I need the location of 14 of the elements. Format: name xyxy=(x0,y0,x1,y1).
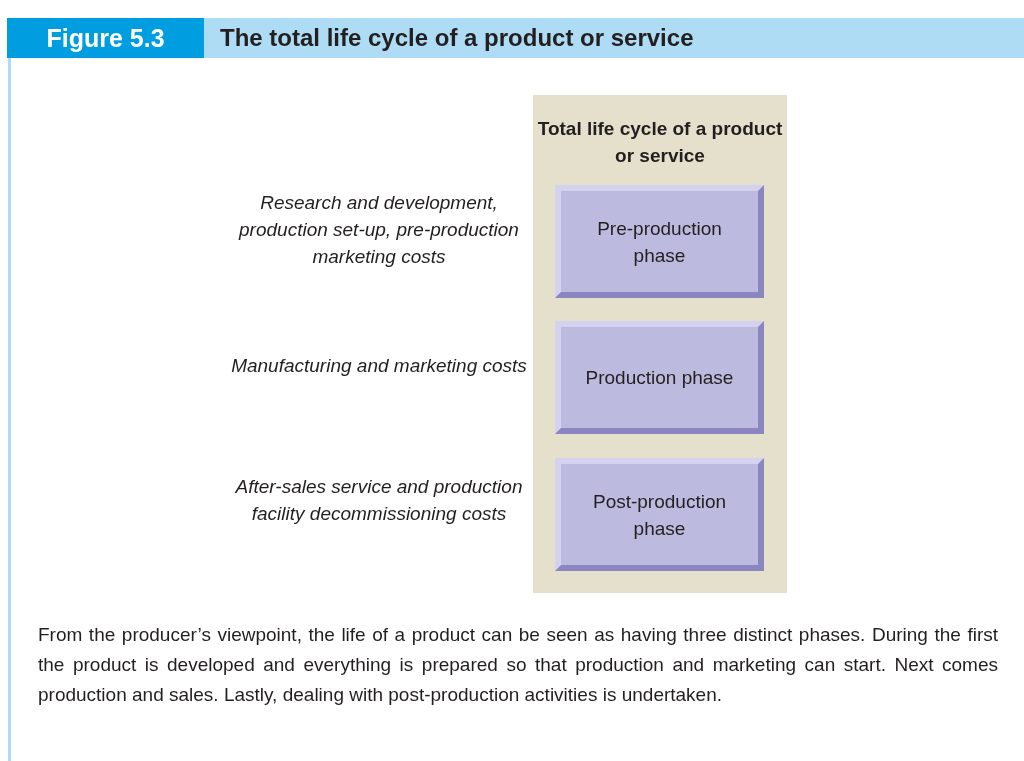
phase-label: Pre-production phase xyxy=(596,216,723,268)
phase-box xyxy=(555,458,764,571)
caption-text: From the producer’s viewpoint, the life of a product can be seen as having three distinct phases. During the first the product is developed and everything is prepared so that production and marketing can start. Next comes production and sales. Lastly, dealing with post-production activities is undertaken. xyxy=(38,623,998,707)
cost-note: Research and development, production set-up, pre-production marketing costs xyxy=(237,191,520,269)
phase-label: Post-production phase xyxy=(591,489,728,541)
cost-note: After-sales service and production facility decommissioning costs xyxy=(234,475,524,526)
phase-box xyxy=(555,185,764,298)
life-cycle-panel xyxy=(533,95,787,593)
cost-note: Manufacturing and marketing costs xyxy=(230,354,528,378)
phase-box xyxy=(555,321,764,434)
figure-title: The total life cycle of a product or service xyxy=(220,23,694,53)
phase-label: Production phase xyxy=(584,366,735,390)
panel-heading: Total life cycle of a product or service xyxy=(536,117,784,168)
figure-number: Figure 5.3 xyxy=(7,18,204,58)
